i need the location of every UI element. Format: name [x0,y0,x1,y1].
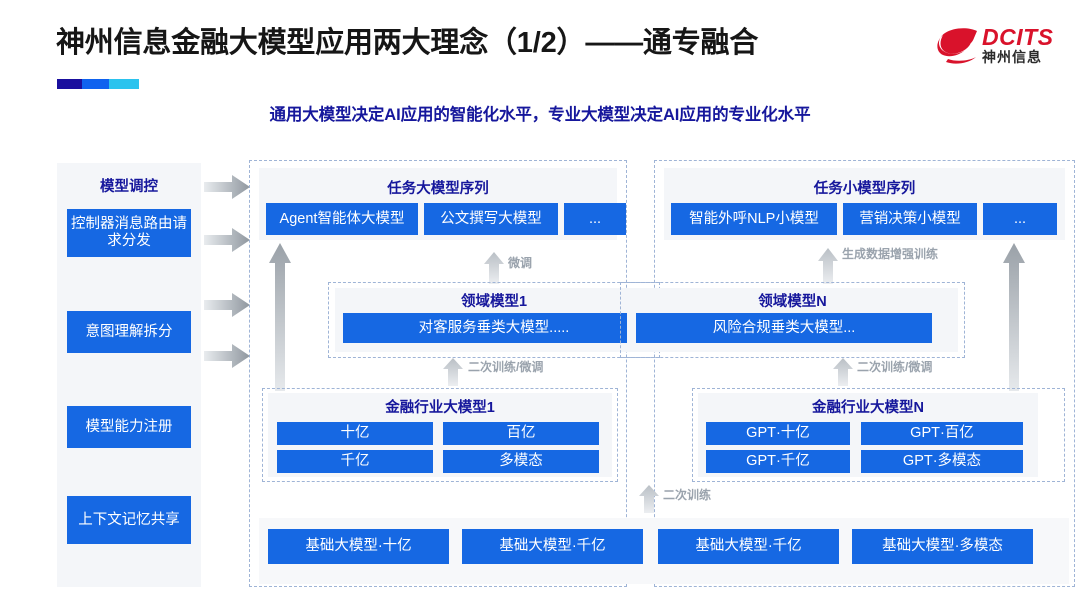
flow-arrow-up-tall-left [269,243,291,391]
flow-arrow-right-2 [204,228,250,252]
flow-arrow-up-finetune-left [484,252,504,284]
page-title: 神州信息金融大模型应用两大理念（1/2）——通专融合 [56,27,759,59]
industry-model-1-item-2[interactable]: 百亿 [443,422,599,445]
base-model-item-3[interactable]: 基础大模型·千亿 [658,529,839,564]
industry-model-n-item-2[interactable]: GPT·百亿 [861,422,1023,445]
logo-text: DCITS 神州信息 [982,25,1054,66]
domain-model-n-item-1[interactable]: 风险合规垂类大模型... [636,313,932,343]
flow-arrow-right-3 [204,293,250,317]
task-large-model-item-1[interactable]: Agent智能体大模型 [266,203,418,235]
arrow-label-augment-right: 生成数据增强训练 [842,247,939,261]
professional-model-group [654,160,1075,587]
flow-arrow-up-tall-right [1003,243,1025,391]
control-item-registry[interactable]: 模型能力注册 [67,406,191,448]
task-small-model-item-1[interactable]: 智能外呼NLP小模型 [671,203,837,235]
domain-model-1-title: 领域模型1 [460,294,528,310]
base-model-item-1[interactable]: 基础大模型·十亿 [268,529,449,564]
task-large-model-sequence-title: 任务大模型序列 [387,181,489,197]
industry-model-n-item-4[interactable]: GPT·多模态 [861,450,1023,473]
industry-model-1-item-3[interactable]: 千亿 [277,450,433,473]
task-large-model-item-3[interactable]: ... [564,203,626,235]
dcits-logo: DCITS 神州信息 [936,22,1064,76]
accent-segment-2 [81,79,110,89]
domain-model-n-frame [620,282,965,358]
logo-text-cn: 神州信息 [982,49,1042,65]
task-small-model-item-2[interactable]: 营销决策小模型 [843,203,977,235]
flow-arrow-up-retrain-right [833,358,853,386]
domain-model-n-title: 领域模型N [758,294,827,310]
general-model-group [249,160,627,587]
domain-model-1-item-1[interactable]: 对客服务垂类大模型..... [343,313,645,343]
flow-arrow-up-augment-right [818,248,838,284]
control-item-intent[interactable]: 意图理解拆分 [67,311,191,353]
accent-segment-1 [57,79,82,89]
flow-arrow-up-retrain-base [639,485,659,513]
page-subtitle: 通用大模型决定AI应用的智能化水平，专业大模型决定AI应用的专业化水平 [269,106,811,124]
industry-model-1-frame [262,388,618,482]
industry-model-1-title: 金融行业大模型1 [385,400,495,416]
task-small-model-item-3[interactable]: ... [983,203,1057,235]
industry-model-n-frame [692,388,1065,482]
industry-model-1-item-1[interactable]: 十亿 [277,422,433,445]
accent-bar [57,79,139,89]
dcits-swirl-icon [937,28,977,64]
control-item-router[interactable]: 控制器消息路由请求分发 [67,209,191,257]
control-column: 模型调控 控制器消息路由请求分发 意图理解拆分 模型能力注册 上下文记忆共享 [57,163,201,587]
industry-model-n-item-1[interactable]: GPT·十亿 [706,422,850,445]
flow-arrow-right-1 [204,175,250,199]
task-large-model-item-2[interactable]: 公文撰写大模型 [424,203,558,235]
arrow-label-retrain-left: 二次训练/微调 [468,360,544,374]
flow-arrow-up-retrain-left [443,358,463,386]
base-model-item-2[interactable]: 基础大模型·千亿 [462,529,643,564]
industry-model-1-item-4[interactable]: 多模态 [443,450,599,473]
control-column-title: 模型调控 [100,179,158,195]
accent-segment-3 [109,79,139,89]
industry-model-n-item-3[interactable]: GPT·千亿 [706,450,850,473]
task-small-model-sequence-title: 任务小模型序列 [813,181,916,197]
arrow-label-finetune-left: 微调 [508,256,533,270]
arrow-label-retrain-base: 二次训练 [663,488,712,502]
industry-model-n-title: 金融行业大模型N [812,400,924,416]
logo-text-en: DCITS [982,24,1054,50]
base-model-item-4[interactable]: 基础大模型·多模态 [852,529,1033,564]
arrow-label-retrain-right: 二次训练/微调 [857,360,933,374]
flow-arrow-right-4 [204,344,250,368]
control-item-context[interactable]: 上下文记忆共享 [67,496,191,544]
